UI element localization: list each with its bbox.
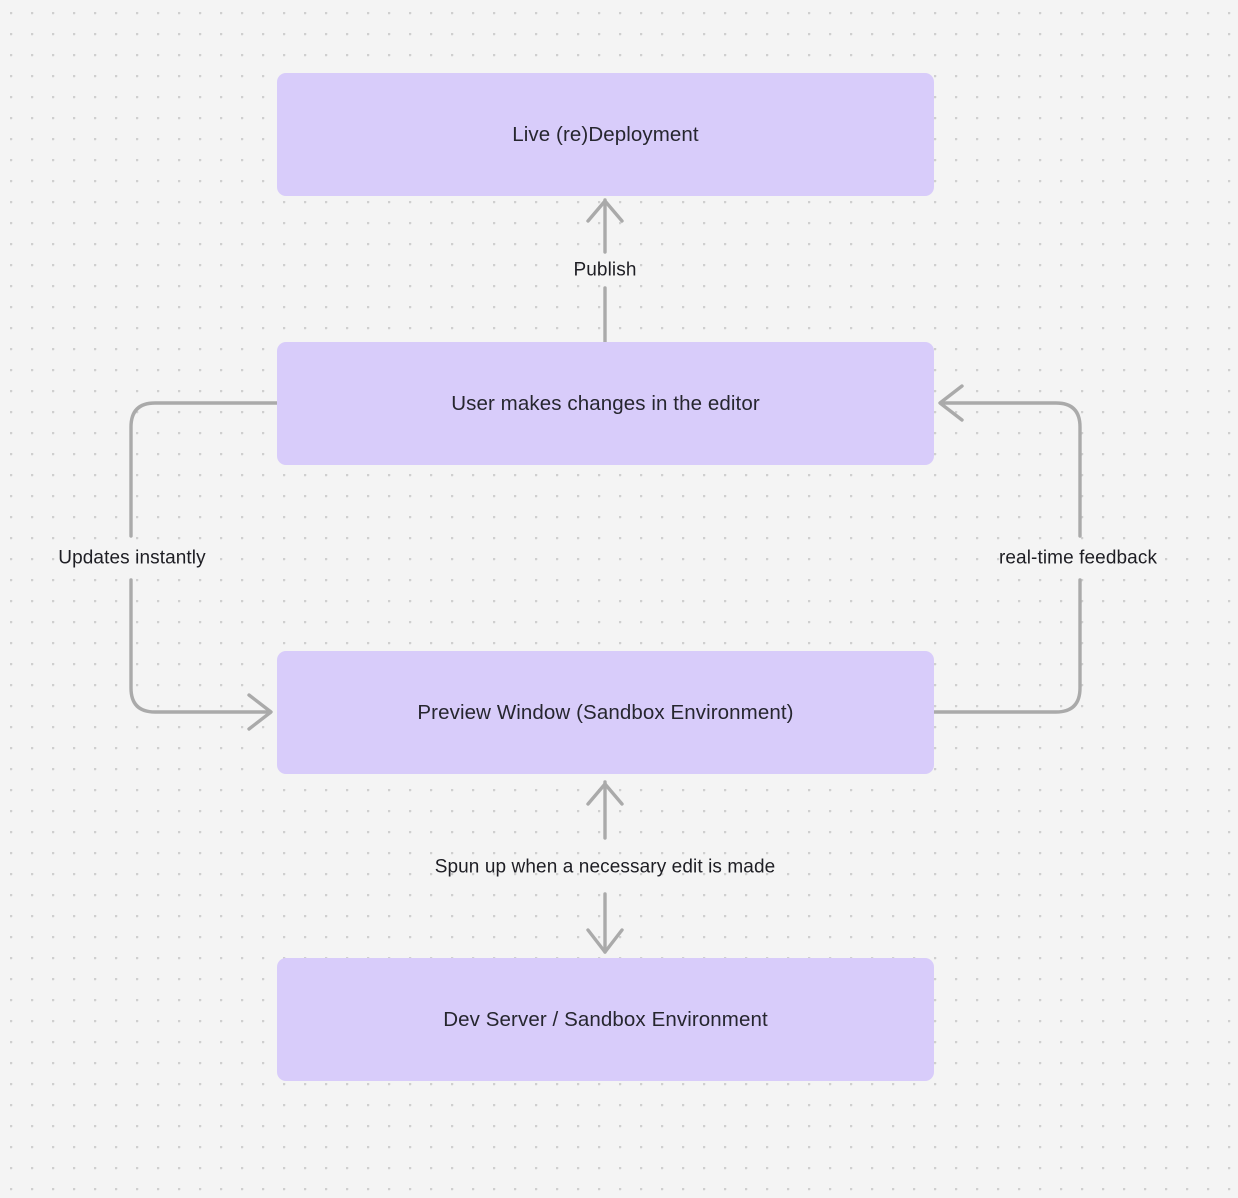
node-live-deployment[interactable]: Live (re)Deployment [277,73,934,196]
node-preview-window[interactable]: Preview Window (Sandbox Environment) [277,651,934,774]
node-dev-server-label: Dev Server / Sandbox Environment [443,1007,768,1031]
node-user-edits[interactable]: User makes changes in the editor [277,342,934,465]
node-dev-server[interactable]: Dev Server / Sandbox Environment [277,958,934,1081]
edge-label-updates-instantly: Updates instantly [58,547,206,569]
node-preview-window-label: Preview Window (Sandbox Environment) [417,700,794,724]
node-user-edits-label: User makes changes in the editor [451,391,760,415]
edge-label-publish: Publish [573,259,637,281]
edge-label-spun-up: Spun up when a necessary edit is made [434,856,776,878]
node-live-deployment-label: Live (re)Deployment [512,122,699,146]
edge-label-real-time-feedback: real-time feedback [998,547,1158,569]
